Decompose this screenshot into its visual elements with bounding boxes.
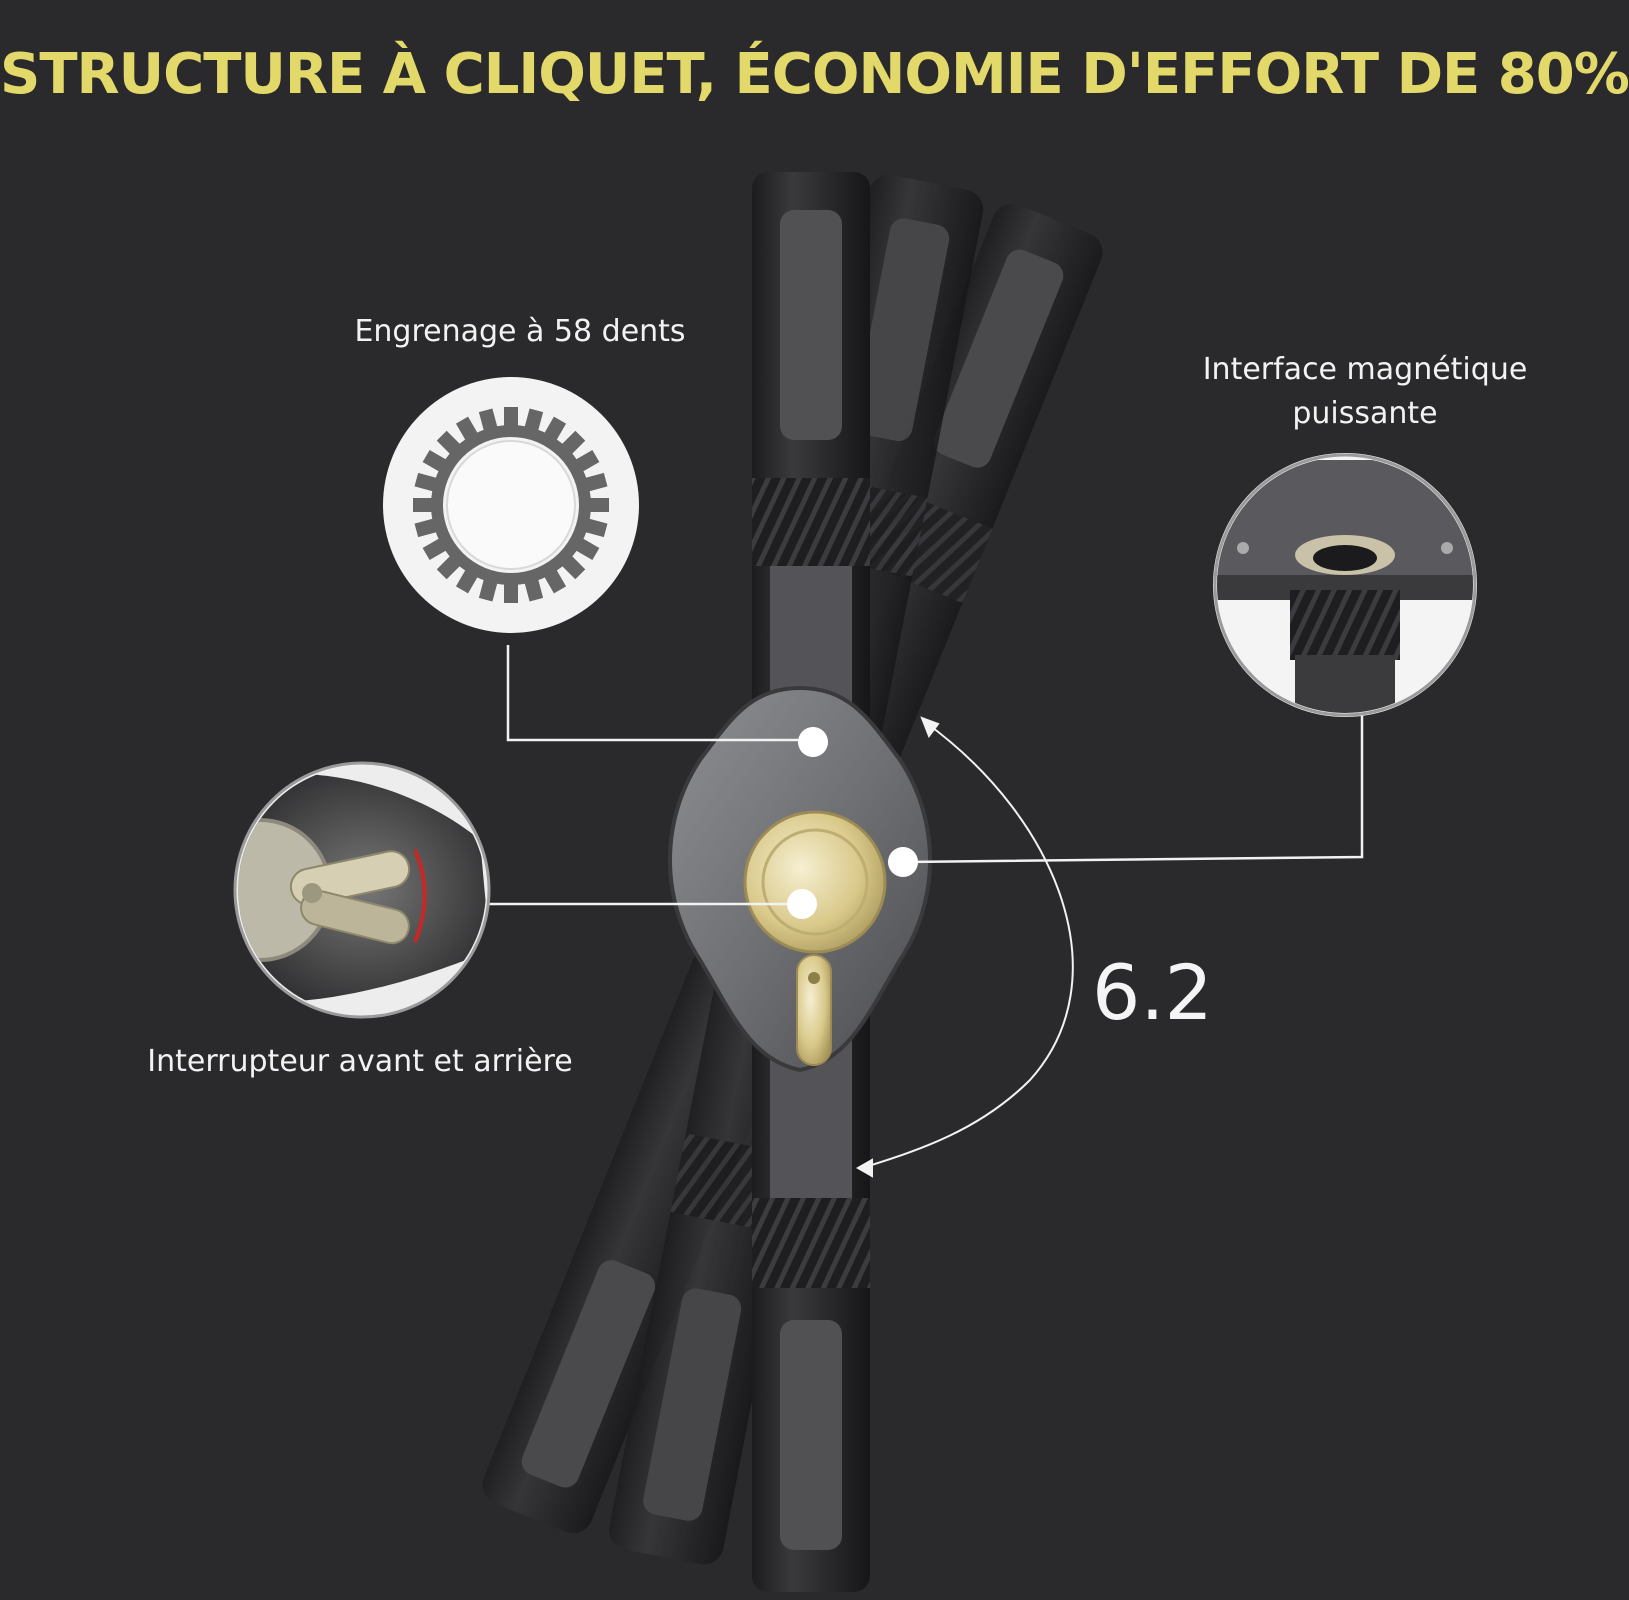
magnetic-interface-inset bbox=[1213, 453, 1477, 717]
direction-switch-icon bbox=[238, 773, 486, 1002]
knurled-collar-top bbox=[752, 478, 870, 566]
rotation-angle-label: 6.2 bbox=[1092, 948, 1213, 1037]
rotation-arc bbox=[855, 716, 1074, 1178]
ratchet-handle bbox=[752, 172, 870, 1592]
direction-switch bbox=[796, 954, 832, 1066]
knurled-collar-bottom bbox=[752, 1198, 870, 1288]
callout-dots bbox=[787, 727, 918, 919]
magnet-callout-label: Interface magnétique puissante bbox=[1165, 348, 1565, 436]
callout-lines bbox=[488, 645, 1364, 906]
gear-inset bbox=[383, 377, 639, 633]
ratchet-head bbox=[668, 685, 932, 1073]
switch-inset bbox=[233, 761, 491, 1019]
magnetic-button bbox=[743, 810, 887, 954]
magnet-callout-line2: puissante bbox=[1292, 396, 1438, 431]
gear-callout-label: Engrenage à 58 dents bbox=[354, 314, 686, 349]
switch-callout-label: Interrupteur avant et arrière bbox=[147, 1044, 573, 1079]
headline: STRUCTURE À CLIQUET, ÉCONOMIE D'EFFORT D… bbox=[0, 42, 1629, 107]
magnet-callout-line1: Interface magnétique bbox=[1202, 352, 1528, 387]
magnetic-socket-icon bbox=[1217, 460, 1473, 713]
